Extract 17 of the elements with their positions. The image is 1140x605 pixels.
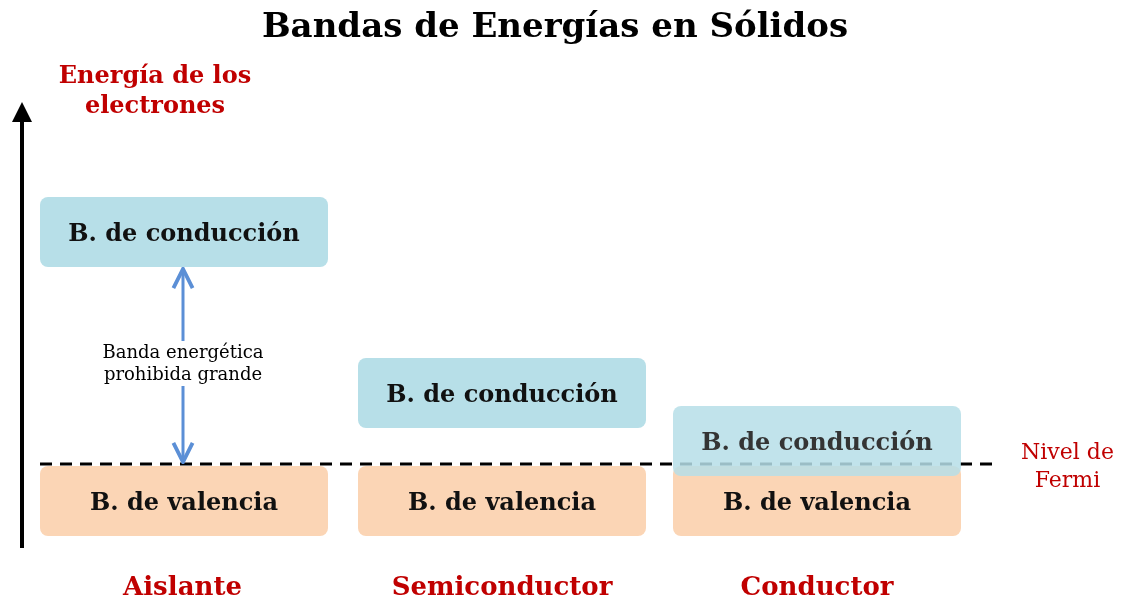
band-label: B. de valencia [90, 486, 278, 516]
band-label: B. de conducción [386, 378, 618, 408]
band-label: B. de conducción [68, 217, 300, 247]
valence-band [358, 466, 646, 536]
band-label: B. de valencia [723, 486, 911, 516]
material-label: Semiconductor [390, 570, 614, 603]
material-label: Aislante [121, 570, 243, 603]
band-label: B. de valencia [408, 486, 596, 516]
conduction-band [358, 358, 646, 428]
fermi-level-label: Nivel de Fermi [1020, 438, 1115, 493]
axis-label: Energía de los electrones [57, 60, 253, 120]
title: Bandas de Energías en Sólidos [260, 4, 850, 47]
conduction-band [673, 406, 961, 476]
valence-band [40, 466, 328, 536]
band-label: B. de conducción [701, 426, 933, 456]
conduction-band [40, 197, 328, 267]
material-label: Conductor [739, 570, 895, 603]
